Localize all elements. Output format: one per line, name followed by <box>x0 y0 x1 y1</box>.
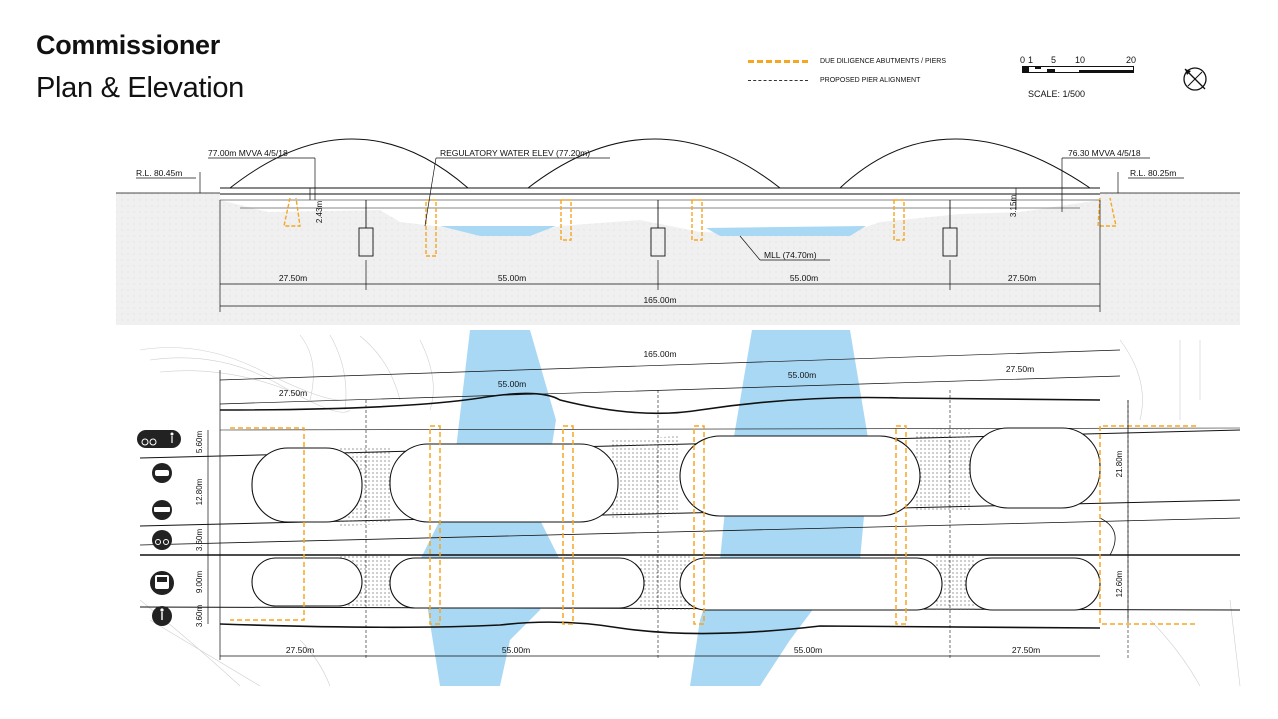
scale-seg <box>1023 67 1029 72</box>
plan-bottom-span: 55.00m <box>502 645 530 655</box>
legend-swatch-black <box>748 80 808 81</box>
lane-width: 12.80m <box>195 478 204 505</box>
north-arrow-icon <box>1180 64 1210 94</box>
scale-bar: 0 1 5 10 20 SCALE: 1/500 <box>1018 55 1143 105</box>
scale-tick-label: 1 <box>1028 55 1034 65</box>
car-icon <box>152 463 172 483</box>
page-subtitle: Plan & Elevation <box>36 72 244 104</box>
water-right <box>706 226 866 236</box>
elevation-dimensions <box>136 157 1184 312</box>
width-right-lower: 12.60m <box>1115 570 1124 597</box>
legend-label: PROPOSED PIER ALIGNMENT <box>820 77 921 84</box>
rl-right: R.L. 80.25m <box>1130 168 1176 178</box>
scale-tick-label: 10 <box>1075 55 1086 65</box>
plan-top-span: 55.00m <box>788 370 816 380</box>
span-label: 55.00m <box>498 273 526 283</box>
bike-icon <box>152 530 172 550</box>
scale-tick-label: 5 <box>1051 55 1057 65</box>
plan-dimensions <box>207 349 1129 660</box>
scale-bar-graphic <box>1022 66 1134 73</box>
scale-seg <box>1079 70 1133 72</box>
arch <box>229 138 469 189</box>
span-label: 27.50m <box>279 273 307 283</box>
plan-total-label: 165.00m <box>643 349 676 359</box>
piers-due-diligence <box>283 197 1117 257</box>
plan-top-span: 55.00m <box>498 379 526 389</box>
plan-top-span: 27.50m <box>279 388 307 398</box>
mll-label: MLL (74.70m) <box>764 250 817 260</box>
legend-label: DUE DILIGENCE ABUTMENTS / PIERS <box>820 58 947 65</box>
plan-bottom-span: 27.50m <box>1012 645 1040 655</box>
lane-width: 5.60m <box>195 431 204 454</box>
rl-left: R.L. 80.45m <box>136 168 182 178</box>
page-title: Commissioner <box>36 30 220 60</box>
regulatory-water-label: REGULATORY WATER ELEV (77.20m) <box>440 148 590 158</box>
scale-tick-label: 20 <box>1126 55 1137 65</box>
lane-width: 3.60m <box>195 529 204 552</box>
plan-piers-due-diligence <box>230 425 1196 625</box>
width-right: 21.80m <box>1115 450 1124 477</box>
river-cut <box>220 193 1100 236</box>
span-label: 27.50m <box>1008 273 1036 283</box>
arch <box>527 138 781 189</box>
depth-left: 2.43m <box>315 201 324 224</box>
road-islands <box>251 427 1101 611</box>
total-length-label: 165.00m <box>643 295 676 305</box>
bike-pedestrian-icon <box>137 430 181 448</box>
mvva-left: 77.00m MVVA 4/5/18 <box>208 148 288 158</box>
lane-width: 9.00m <box>195 571 204 594</box>
scale-tick-label: 0 <box>1020 55 1026 65</box>
mvva-right: 76.30 MVVA 4/5/18 <box>1068 148 1141 158</box>
legend-item-abutments: DUE DILIGENCE ABUTMENTS / PIERS <box>748 52 946 71</box>
legend: DUE DILIGENCE ABUTMENTS / PIERS PROPOSED… <box>748 52 946 90</box>
bus-icon <box>150 571 174 595</box>
scale-text: SCALE: 1/500 <box>1028 89 1086 99</box>
plan-top-span: 27.50m <box>1006 364 1034 374</box>
water-left <box>440 226 556 236</box>
ute-icon <box>152 500 172 520</box>
plan-view: 165.00m 27.50m 55.00m 55.00m 27.50m 27.5… <box>134 330 1244 687</box>
lane-width: 3.60m <box>195 605 204 628</box>
plan-bottom-span: 27.50m <box>286 645 314 655</box>
legend-item-alignment: PROPOSED PIER ALIGNMENT <box>748 71 946 90</box>
mode-icons <box>137 430 181 626</box>
depth-right: 3.15m <box>1009 195 1018 218</box>
pedestrian-icon <box>152 606 172 626</box>
span-label: 55.00m <box>790 273 818 283</box>
legend-swatch-orange <box>748 60 808 63</box>
map-contours <box>139 334 1241 687</box>
piers-proposed <box>358 200 958 257</box>
scale-seg <box>1035 67 1041 69</box>
elevation-view: R.L. 80.45m R.L. 80.25m 77.00m MVVA 4/5/… <box>116 138 1240 325</box>
plan-bottom-span: 55.00m <box>794 645 822 655</box>
scale-seg <box>1047 69 1055 72</box>
arch <box>839 138 1091 189</box>
